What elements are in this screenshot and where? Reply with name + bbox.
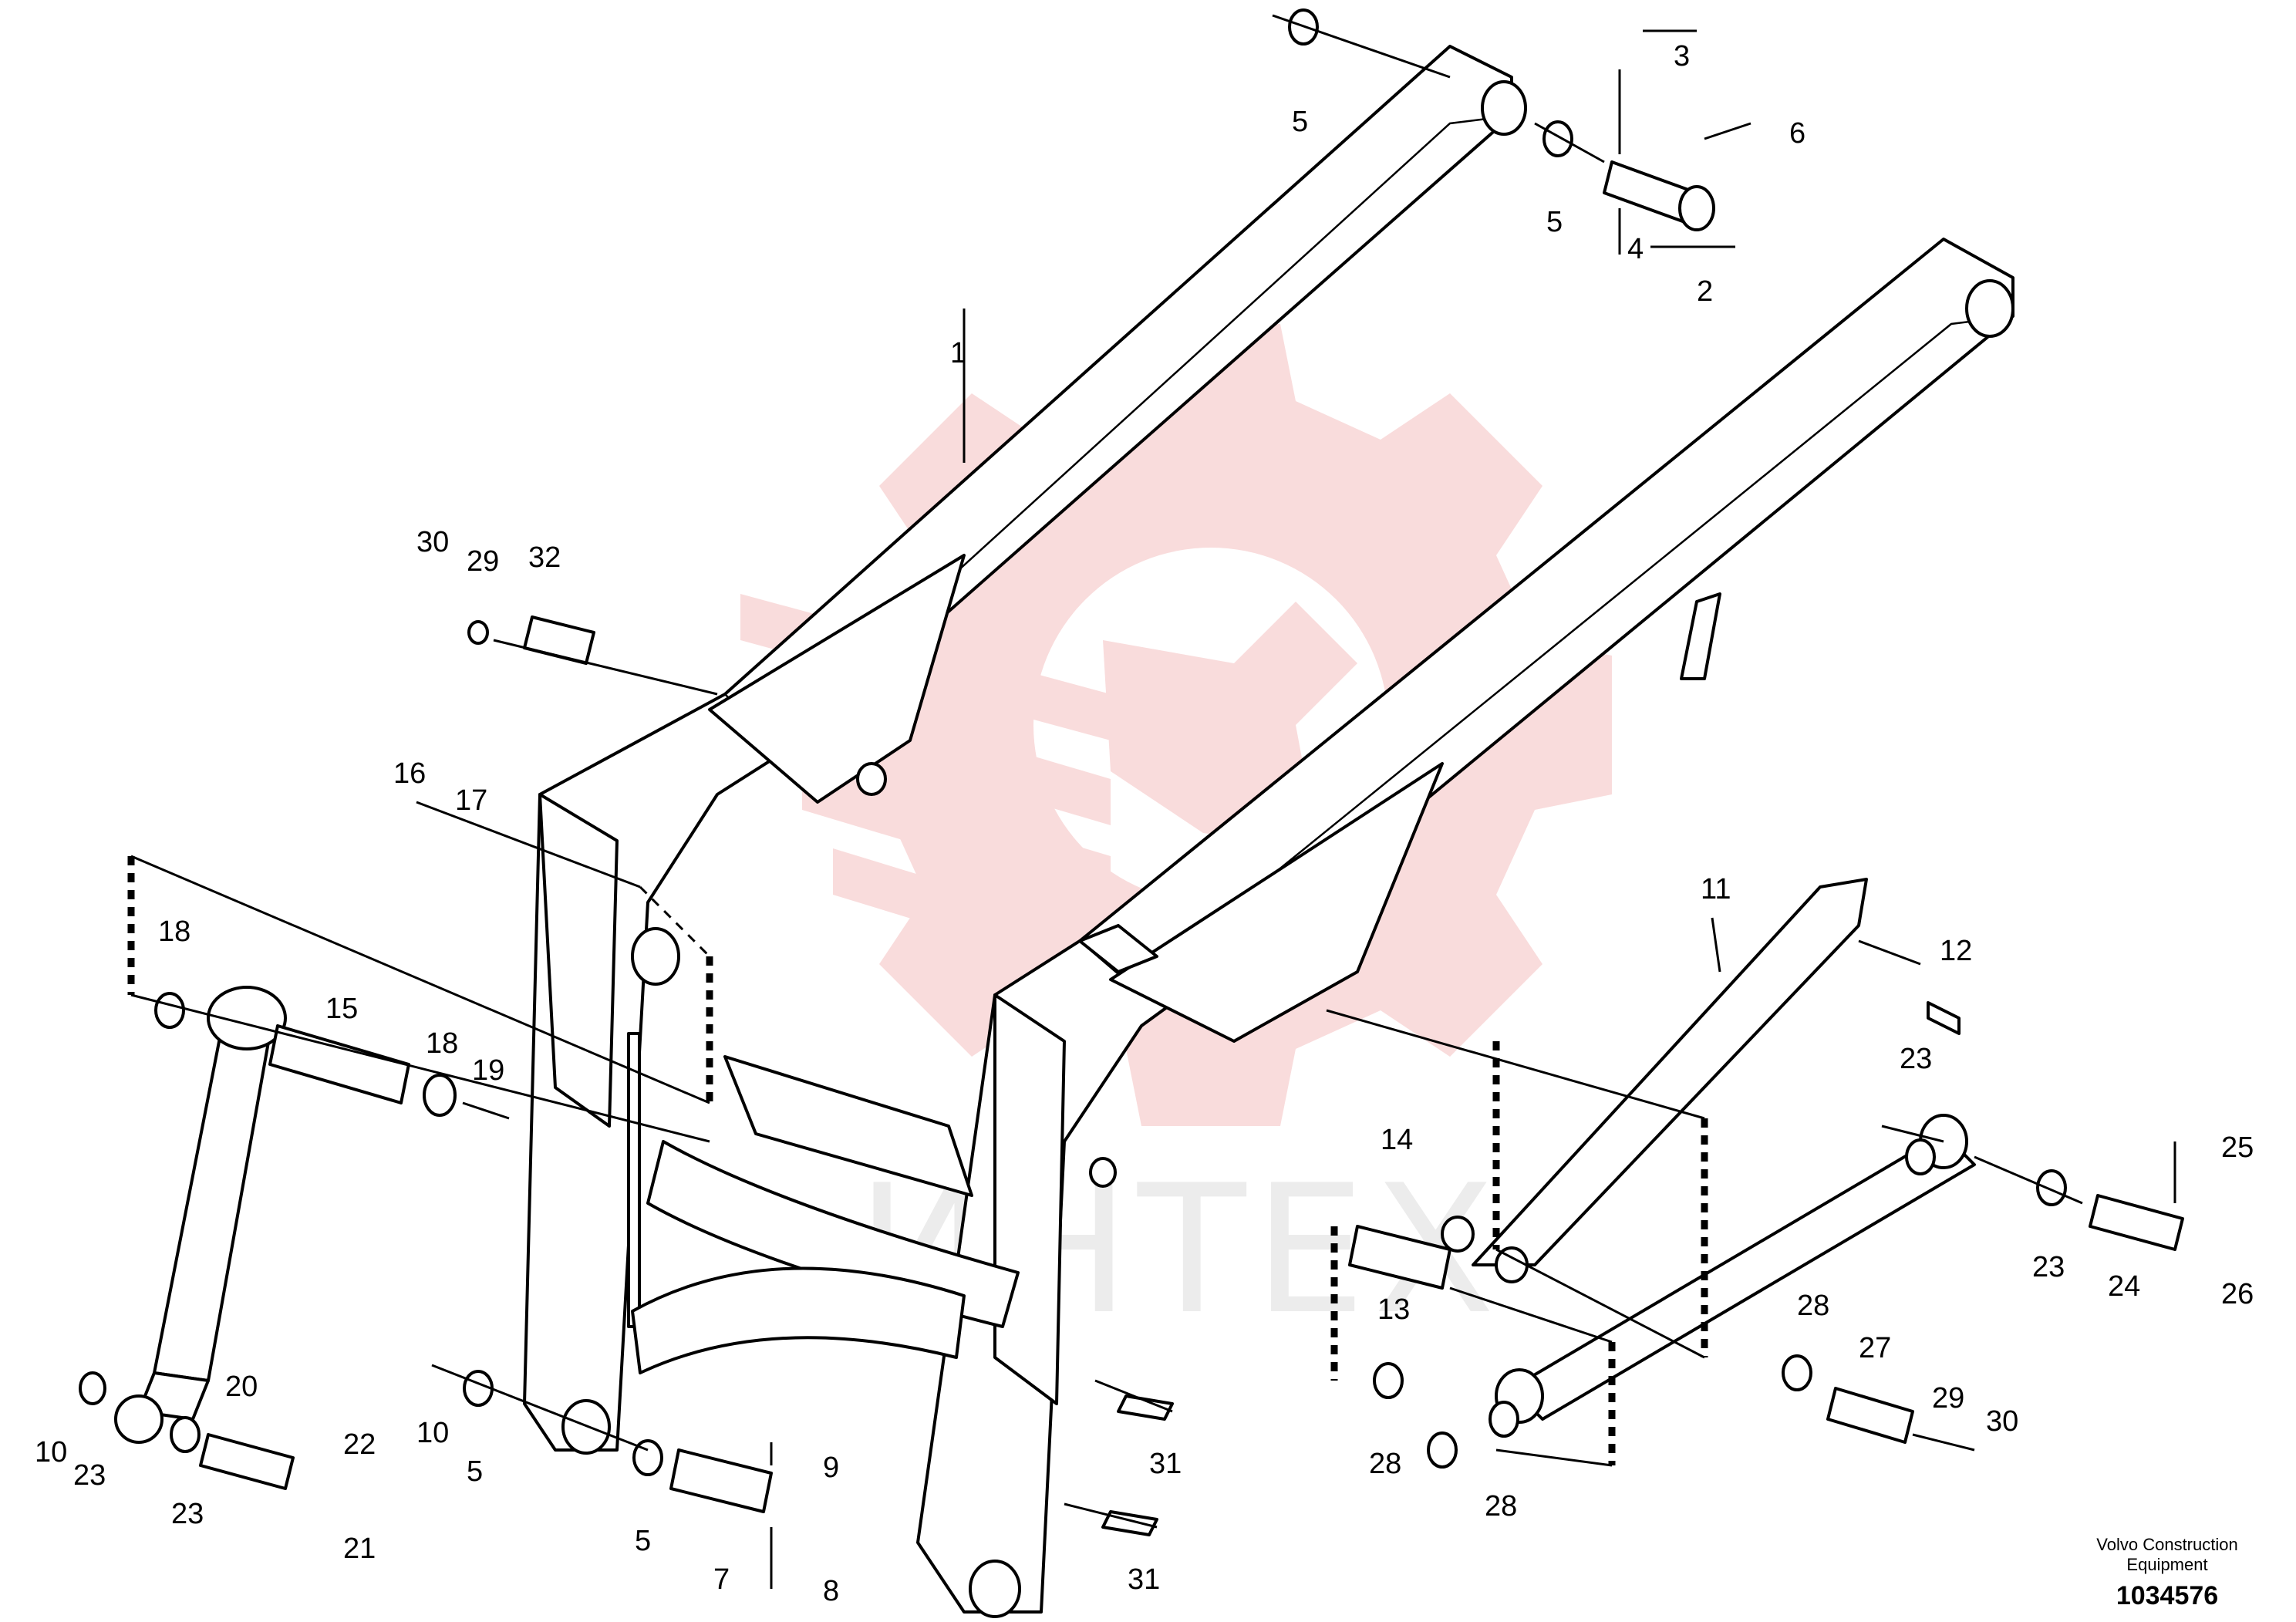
callout-10: 10 <box>416 1417 449 1449</box>
callout-13: 13 <box>1377 1293 1410 1326</box>
callout-23: 23 <box>1900 1043 1932 1075</box>
callout-16: 16 <box>393 757 426 790</box>
callout-20: 20 <box>225 1371 258 1403</box>
callout-17: 17 <box>455 784 487 817</box>
callout-29: 29 <box>467 545 499 578</box>
callout-labels: 1 2 3 4 5 5 5 5 6 7 8 9 10 10 11 12 13 1… <box>35 40 2254 1607</box>
pins-and-fasteners <box>79 8 2184 1589</box>
callout-23: 23 <box>73 1459 106 1492</box>
callout-1: 1 <box>950 337 966 369</box>
callout-10: 10 <box>35 1436 67 1469</box>
boom-arm-right <box>916 238 2014 1618</box>
callout-21: 21 <box>343 1533 376 1565</box>
callout-12: 12 <box>1940 935 1972 967</box>
callout-23: 23 <box>171 1498 204 1530</box>
callout-24: 24 <box>2108 1270 2140 1303</box>
callout-5: 5 <box>635 1525 651 1557</box>
callout-30: 30 <box>1986 1405 2018 1438</box>
callout-8: 8 <box>823 1575 839 1607</box>
callout-31: 31 <box>1149 1448 1182 1480</box>
lift-cylinder <box>137 986 287 1421</box>
callout-14: 14 <box>1381 1124 1413 1156</box>
callout-26: 26 <box>2221 1278 2254 1310</box>
link-arm <box>1441 878 1976 1424</box>
leader-lines <box>130 14 2083 1529</box>
callout-29: 29 <box>1932 1382 1964 1415</box>
callout-32: 32 <box>528 541 561 574</box>
callout-28: 28 <box>1797 1290 1829 1322</box>
callout-7: 7 <box>713 1563 730 1596</box>
callout-4: 4 <box>1627 233 1644 265</box>
callout-28: 28 <box>1485 1490 1517 1523</box>
callout-3: 3 <box>1674 40 1690 73</box>
brand-name: Volvo Construction Equipment <box>2096 1535 2238 1574</box>
callout-30: 30 <box>416 526 449 558</box>
callout-31: 31 <box>1128 1563 1160 1596</box>
watermark-gear-wrench-icon: ИНТЕХ <box>740 324 1612 1354</box>
callout-18: 18 <box>158 916 190 948</box>
callout-22: 22 <box>343 1428 376 1461</box>
document-number: 1034576 <box>2116 1581 2219 1610</box>
callout-19: 19 <box>472 1054 504 1087</box>
callout-5: 5 <box>1546 206 1563 238</box>
boom-arm-left <box>523 45 1527 1455</box>
callout-9: 9 <box>823 1452 839 1484</box>
callout-28: 28 <box>1369 1448 1401 1480</box>
callout-23: 23 <box>2032 1251 2065 1283</box>
assembly-boxes <box>127 856 1708 1465</box>
callout-18: 18 <box>426 1027 458 1060</box>
callout-6: 6 <box>1789 117 1805 150</box>
cross-member-step <box>631 1055 1020 1374</box>
callout-5: 5 <box>467 1455 483 1488</box>
callout-2: 2 <box>1697 275 1713 308</box>
callout-11: 11 <box>1701 873 1731 905</box>
callout-25: 25 <box>2221 1131 2254 1164</box>
callout-27: 27 <box>1859 1332 1891 1364</box>
callout-5: 5 <box>1292 106 1308 138</box>
callout-15: 15 <box>325 993 358 1025</box>
